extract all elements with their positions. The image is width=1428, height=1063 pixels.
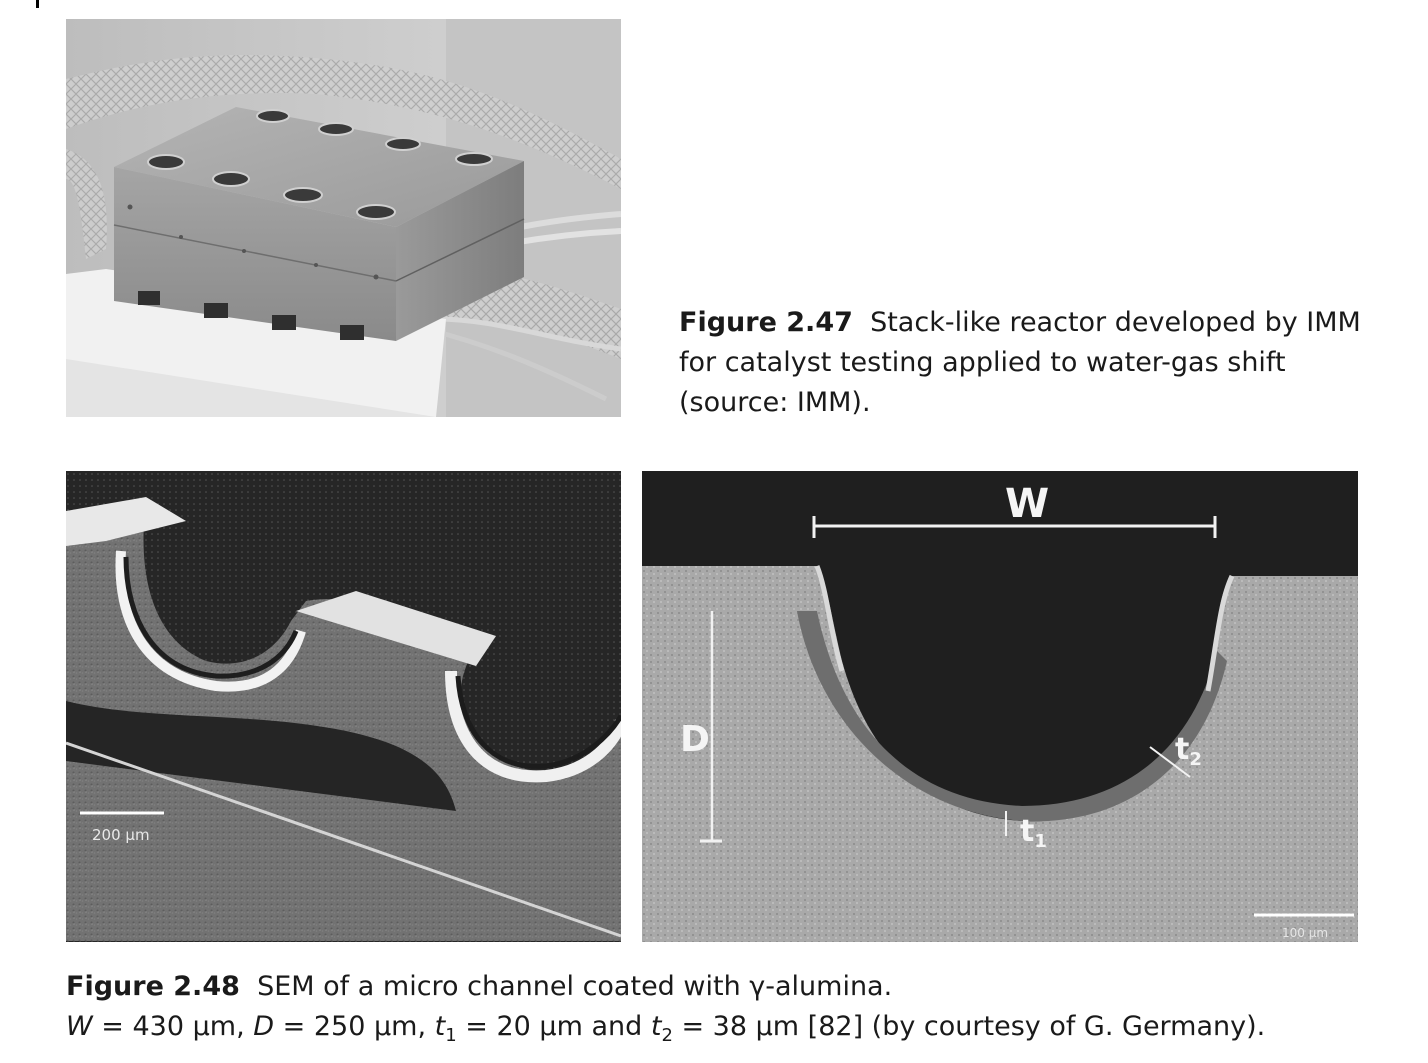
caption-48-line-2: W = 430 μm, D = 250 μm, t1 = 20 μm and t… [66,1011,1266,1046]
sem-micro-channels-overview: 200 μm [66,471,621,942]
sem-micro-channel-cross-section: W D t1 t2 100 μm [642,471,1358,942]
annotation-t2: t2 [1175,732,1202,770]
caption-48-line-1: Figure 2.48 SEM of a micro channel coate… [66,971,893,1002]
reactor-photo [66,19,621,417]
caption-47-line-3: (source: IMM). [679,387,871,418]
figure-2-48-label: Figure 2.48 [66,971,240,1002]
figure-2-47-label: Figure 2.47 [679,307,853,338]
caption-47-line-1: Figure 2.47 Stack-like reactor developed… [679,307,1361,338]
page-margin-mark [36,0,39,8]
annotation-d: D [680,719,710,760]
annotation-t1: t1 [1020,814,1047,852]
annotation-w: W [1005,481,1049,527]
figure-2-48-caption: Figure 2.48 SEM of a micro channel coate… [66,967,1406,1047]
scale-bar-label-200um: 200 μm [92,826,150,844]
scale-bar-label-100um: 100 μm [1282,926,1328,940]
figure-2-47-caption: Figure 2.47 Stack-like reactor developed… [679,303,1379,423]
caption-47-line-2: for catalyst testing applied to water-ga… [679,347,1286,378]
